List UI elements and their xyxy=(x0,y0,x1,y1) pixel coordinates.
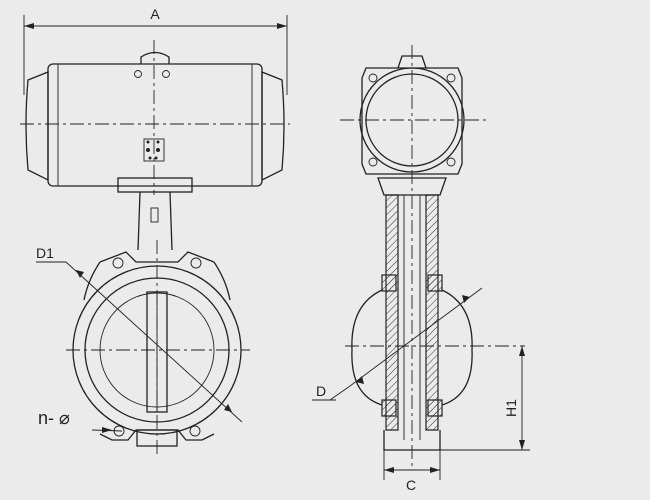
dimension-h1: H1 xyxy=(440,346,530,451)
dimension-bolt-holes: n- ⌀ xyxy=(38,408,123,433)
dimension-a: A xyxy=(23,6,288,95)
front-view: A xyxy=(20,6,290,455)
label-n-dia: n- ⌀ xyxy=(38,408,70,428)
dimension-d1: D1 xyxy=(36,245,243,423)
body-section xyxy=(345,194,525,451)
dimension-d: D xyxy=(312,287,483,401)
label-d: D xyxy=(316,383,326,399)
mounting-bracket xyxy=(117,177,193,251)
side-view: D H1 C xyxy=(312,45,530,493)
label-a: A xyxy=(150,6,160,22)
label-d1: D1 xyxy=(36,245,54,261)
valve-body xyxy=(66,240,250,455)
actuator-side xyxy=(340,45,490,470)
dimension-c: C xyxy=(383,450,441,493)
side-bracket xyxy=(377,177,447,196)
label-c: C xyxy=(406,477,416,493)
actuator xyxy=(20,40,290,195)
label-h1: H1 xyxy=(503,399,519,417)
